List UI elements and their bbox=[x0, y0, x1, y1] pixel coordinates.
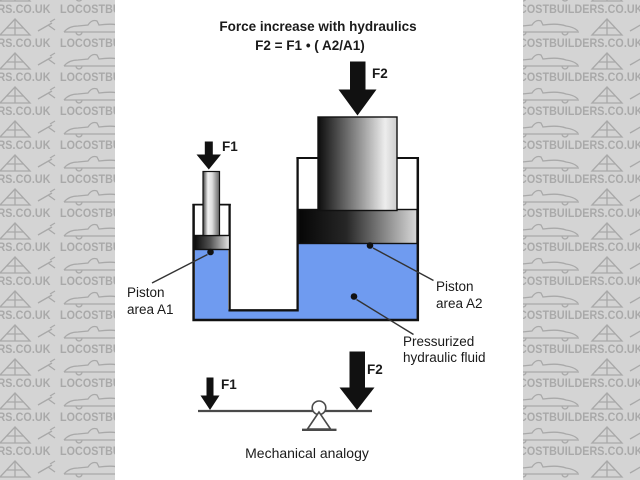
watermark-text: LOCOSTBUILDERS.CO.UK bbox=[0, 106, 51, 118]
f1-lever-arrow bbox=[200, 377, 220, 410]
watermark-text: LOCOSTBUILDERS.CO.UK bbox=[504, 446, 640, 458]
locost-car-doodle-icon bbox=[520, 0, 624, 2]
watermark-text: LOCOSTBUILDERS.CO.UK bbox=[504, 378, 640, 390]
mechanical-analogy: F1 F2 Mechanical analogy bbox=[198, 351, 383, 461]
watermark-tile: LOCOSTBUILDERS.CO.UK bbox=[0, 390, 58, 424]
analogy-arrows bbox=[200, 351, 375, 410]
page-title: Force increase with hydraulics bbox=[219, 19, 416, 34]
fluid-label-line1: Pressurized bbox=[403, 334, 474, 349]
watermark-text: LOCOSTBUILDERS.CO.UK bbox=[504, 310, 640, 322]
watermark-text: LOCOSTBUILDERS.CO.UK bbox=[0, 378, 51, 390]
watermark-tile: LOCOSTBUILDERS.CO.UK bbox=[502, 390, 640, 424]
watermark-tile: LOCOSTBUILDERS.CO.UK bbox=[0, 356, 58, 390]
watermark-tile: LOCOSTBUILDERS.CO.UK bbox=[0, 84, 58, 118]
watermark-text: LOCOSTBUILDERS.CO.UK bbox=[504, 208, 640, 220]
watermark-text: LOCOSTBUILDERS.CO.UK bbox=[504, 242, 640, 254]
formula-text: F2 = F1 • ( A2/A1) bbox=[255, 38, 365, 53]
watermark-tile: LOCOSTBUILDERS.CO.UK bbox=[502, 254, 640, 288]
locost-car-doodle-icon bbox=[0, 86, 56, 104]
fulcrum-triangle bbox=[305, 410, 333, 430]
f2-label: F2 bbox=[372, 66, 388, 81]
watermark-text: LOCOSTBUILDERS.CO.UK bbox=[0, 72, 51, 84]
locost-car-doodle-icon bbox=[0, 188, 56, 206]
watermark-text: LOCOSTBUILDERS.CO.UK bbox=[0, 412, 51, 424]
f1-arrow bbox=[196, 141, 221, 170]
watermark-tile: LOCOSTBUILDERS.CO.UK bbox=[0, 16, 58, 50]
watermark-tile: LOCOSTBUILDERS.CO.UK bbox=[0, 220, 58, 254]
f1-lever-label: F1 bbox=[221, 377, 237, 392]
f2-lever-label: F2 bbox=[367, 362, 383, 377]
watermark-tile: LOCOSTBUILDERS.CO.UK bbox=[0, 50, 58, 84]
piston-a1-label-line1: Piston bbox=[127, 285, 165, 300]
watermark-tile: LOCOSTBUILDERS.CO.UK bbox=[0, 254, 58, 288]
locost-car-doodle-icon bbox=[0, 324, 56, 342]
watermark-text: LOCOSTBUILDERS.CO.UK bbox=[0, 174, 51, 186]
watermark-text: LOCOSTBUILDERS.CO.UK bbox=[504, 106, 640, 118]
watermark-text: LOCOSTBUILDERS.CO.UK bbox=[0, 446, 51, 458]
watermark-text: LOCOSTBUILDERS.CO.UK bbox=[504, 344, 640, 356]
locost-car-doodle-icon bbox=[0, 256, 56, 274]
piston-a2-label-line2: area A2 bbox=[436, 296, 483, 311]
piston-plunger-large bbox=[317, 116, 398, 212]
watermark-tile: LOCOSTBUILDERS.CO.UK bbox=[0, 322, 58, 356]
watermark-text: LOCOSTBUILDERS.CO.UK bbox=[0, 208, 51, 220]
watermark-text: LOCOSTBUILDERS.CO.UK bbox=[504, 140, 640, 152]
piston-a2-label-line1: Piston bbox=[436, 279, 474, 294]
f2-arrow bbox=[338, 61, 377, 116]
watermark-tile: LOCOSTBUILDERS.CO.UK bbox=[0, 424, 58, 458]
f1-label: F1 bbox=[222, 139, 238, 154]
locost-car-doodle-icon bbox=[0, 18, 56, 36]
locost-car-doodle-icon bbox=[0, 460, 56, 478]
watermark-tile: LOCOSTBUILDERS.CO.UK bbox=[0, 0, 58, 16]
hydraulic-press: F1 F2 Piston area A1 Piston area A2 Pres… bbox=[127, 61, 486, 365]
fulcrum bbox=[302, 400, 337, 431]
watermark-tile: LOCOSTBUILDERS.CO.UK bbox=[0, 118, 58, 152]
leader-lines bbox=[151, 247, 434, 336]
header: Force increase with hydraulics F2 = F1 •… bbox=[219, 19, 416, 53]
watermark-tile: LOCOSTBUILDERS.CO.UK bbox=[502, 288, 640, 322]
locost-car-doodle-icon bbox=[0, 358, 56, 376]
watermark-text: LOCOSTBUILDERS.CO.UK bbox=[0, 4, 51, 16]
locost-car-doodle-icon bbox=[507, 290, 640, 308]
watermark-text: LOCOSTBUILDERS.CO.UK bbox=[0, 276, 51, 288]
force-arrows bbox=[196, 61, 377, 170]
watermark-tile: LOCOSTBUILDERS.CO.UK bbox=[502, 186, 640, 220]
watermark-text: LOCOSTBUILDERS.CO.UK bbox=[0, 38, 51, 50]
watermark-text: LOCOSTBUILDERS.CO.UK bbox=[0, 242, 51, 254]
watermark-text: LOCOSTBUILDERS.CO.UK bbox=[504, 4, 640, 16]
locost-car-doodle-icon bbox=[0, 154, 56, 172]
piston-rod-small bbox=[202, 170, 221, 237]
piston-head-small bbox=[194, 234, 231, 251]
watermark-text: LOCOSTBUILDERS.CO.UK bbox=[0, 310, 51, 322]
watermark-text: LOCOSTBUILDERS.CO.UK bbox=[504, 38, 640, 50]
callout-labels: Piston area A1 Piston area A2 Pressurize… bbox=[127, 279, 486, 365]
watermark-text: LOCOSTBUILDERS.CO.UK bbox=[0, 140, 51, 152]
watermark-text: LOCOSTBUILDERS.CO.UK bbox=[504, 412, 640, 424]
f2-lever-arrow bbox=[339, 351, 375, 410]
fluid-label-line2: hydraulic fluid bbox=[403, 350, 486, 365]
watermark-tile: LOCOSTBUILDERS.CO.UK bbox=[0, 186, 58, 220]
locost-car-doodle-icon bbox=[0, 120, 56, 138]
watermark-tile: LOCOSTBUILDERS.CO.UK bbox=[0, 152, 58, 186]
locost-car-doodle-icon bbox=[0, 290, 56, 308]
piston-head-large bbox=[298, 208, 418, 245]
watermark-text: LOCOSTBUILDERS.CO.UK bbox=[504, 276, 640, 288]
watermark-text: LOCOSTBUILDERS.CO.UK bbox=[0, 344, 51, 356]
watermark-tile: LOCOSTBUILDERS.CO.UK bbox=[0, 458, 58, 480]
watermark-tile: LOCOSTBUILDERS.CO.UK bbox=[0, 288, 58, 322]
locost-car-doodle-icon bbox=[0, 222, 56, 240]
watermark-text: LOCOSTBUILDERS.CO.UK bbox=[504, 174, 640, 186]
watermark-tile: LOCOSTBUILDERS.CO.UK bbox=[502, 0, 640, 16]
locost-car-doodle-icon bbox=[0, 392, 56, 410]
locost-car-doodle-icon bbox=[0, 0, 32, 2]
locost-car-doodle-icon bbox=[0, 426, 56, 444]
watermark-text: LOCOSTBUILDERS.CO.UK bbox=[504, 72, 640, 84]
hydraulic-fluid bbox=[195, 242, 417, 320]
analogy-caption: Mechanical analogy bbox=[245, 445, 369, 461]
piston-a1-label-line2: area A1 bbox=[127, 302, 174, 317]
leader-dots bbox=[207, 242, 374, 300]
locost-car-doodle-icon bbox=[0, 52, 56, 70]
